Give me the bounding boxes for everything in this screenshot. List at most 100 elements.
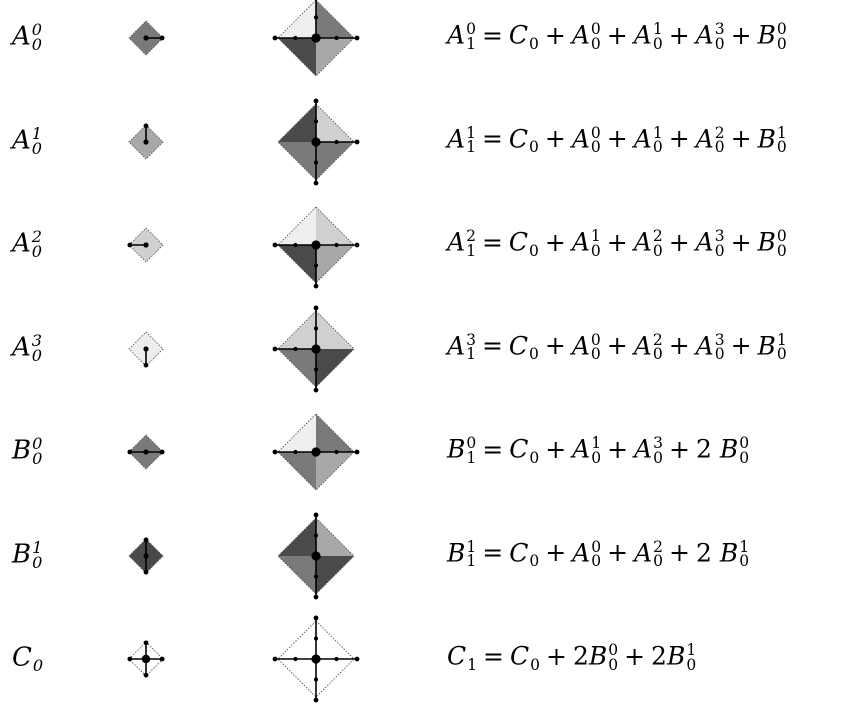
center-dot bbox=[143, 449, 149, 455]
equals-sign: = bbox=[481, 20, 503, 50]
symbol-base: A bbox=[633, 124, 652, 154]
symbol-base: B bbox=[447, 538, 466, 568]
plus-sign: + bbox=[669, 434, 690, 464]
center-dot bbox=[311, 447, 321, 457]
plus-sign: + bbox=[730, 20, 752, 50]
plus-sign: + bbox=[606, 124, 628, 154]
symbol-base: B bbox=[447, 434, 466, 464]
plus-sign: + bbox=[624, 641, 646, 671]
stem-end-dot bbox=[354, 242, 360, 248]
tile-outline bbox=[128, 227, 164, 263]
subscript: 0 bbox=[591, 448, 602, 467]
symbol-base: B bbox=[757, 124, 776, 154]
tile-outline bbox=[128, 123, 164, 160]
subscript: 0 bbox=[591, 552, 602, 571]
symbol-base: A bbox=[12, 21, 31, 52]
symbol-base: C bbox=[508, 124, 529, 154]
stem-end-dot bbox=[127, 449, 133, 455]
stem-end-dot bbox=[143, 362, 149, 368]
plus-sign: + bbox=[544, 331, 566, 361]
plus-sign: + bbox=[544, 124, 566, 154]
superscript: 2 bbox=[31, 227, 43, 246]
stem-end-dot bbox=[354, 656, 360, 662]
stem-end-dot bbox=[313, 594, 319, 599]
subscript: 0 bbox=[529, 345, 539, 364]
center-dot bbox=[143, 242, 149, 248]
symbol-base: A bbox=[12, 228, 31, 259]
large-glyph-6 bbox=[272, 615, 360, 703]
equals-sign: = bbox=[481, 124, 503, 154]
superscript: 1 bbox=[776, 123, 787, 142]
subscript: 1 bbox=[466, 241, 476, 260]
stem-mid-dot bbox=[313, 325, 319, 331]
superscript: 3 bbox=[31, 330, 43, 350]
large-glyph-0 bbox=[272, 0, 360, 77]
superscript: 0 bbox=[776, 227, 787, 245]
symbol-base: A bbox=[12, 125, 31, 156]
subscript: 0 bbox=[776, 345, 787, 364]
plus-sign: + bbox=[607, 538, 629, 568]
symbol-base: A bbox=[572, 538, 591, 568]
superscript: 1 bbox=[466, 123, 476, 142]
large-glyph-1 bbox=[277, 98, 360, 185]
subscript: 0 bbox=[608, 655, 619, 674]
stem-end-dot bbox=[127, 656, 133, 662]
symbol-base: B bbox=[719, 434, 739, 464]
symbol-base: A bbox=[633, 20, 652, 50]
plus-sign: + bbox=[730, 227, 752, 257]
symbol-base: A bbox=[571, 20, 590, 50]
plus-sign: + bbox=[545, 434, 567, 464]
stem-mid-dot bbox=[293, 35, 298, 41]
plus-sign: + bbox=[730, 331, 752, 361]
superscript: 1 bbox=[776, 330, 787, 349]
stem-end-dot bbox=[272, 242, 278, 248]
large-glyph-4 bbox=[272, 413, 360, 491]
stem-mid-dot bbox=[293, 656, 298, 662]
subscript: 0 bbox=[529, 241, 539, 260]
symbol-base: A bbox=[695, 331, 714, 361]
symbol-base: C bbox=[447, 641, 467, 671]
subscript: 0 bbox=[529, 552, 540, 571]
subscript: 0 bbox=[32, 552, 43, 572]
stem-mid-dot bbox=[313, 263, 319, 268]
symbol-base: A bbox=[447, 331, 466, 361]
small-glyph-6 bbox=[127, 640, 165, 678]
small-glyph-5 bbox=[128, 536, 164, 575]
stem-end-dot bbox=[313, 180, 319, 185]
stem-end-dot bbox=[272, 449, 278, 455]
stem-mid-dot bbox=[293, 449, 298, 455]
plus-sign: + bbox=[607, 434, 629, 464]
subscript: 0 bbox=[653, 552, 663, 571]
superscript: 0 bbox=[466, 434, 477, 452]
stem-mid-dot bbox=[334, 656, 339, 662]
term-coefficient: 2 bbox=[695, 538, 720, 568]
symbol-base: A bbox=[633, 227, 652, 257]
superscript: 1 bbox=[590, 227, 601, 245]
symbol-base: C bbox=[508, 227, 529, 257]
